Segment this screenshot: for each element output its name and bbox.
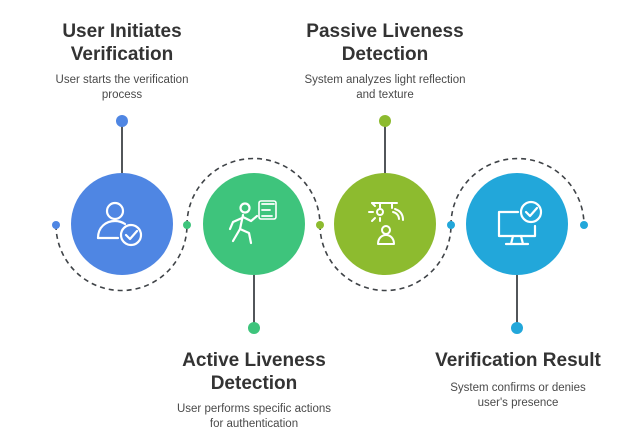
wave-dot-1 [183, 221, 191, 229]
monitor-check-icon [497, 200, 543, 246]
step-title: Active Liveness Detection [182, 350, 326, 394]
wave-dot-2 [316, 221, 324, 229]
step-description: User performs specific actions for authe… [176, 403, 332, 430]
connector-arc-3 [319, 224, 452, 292]
step-circle-4 [466, 173, 568, 275]
light-sensor-icon [368, 202, 404, 245]
stem-dot-step-1 [116, 115, 128, 127]
step-label-1: User Initiates Verification User starts … [22, 20, 222, 103]
connector-arc-2 [186, 157, 321, 226]
step-label-4: Verification Result System confirms or d… [408, 349, 628, 411]
wave-dot-end [580, 221, 588, 229]
step-description: System confirms or denies user's presenc… [450, 382, 586, 409]
step-description: System analyzes light reflection and tex… [304, 74, 466, 101]
connector-start-arc [55, 224, 188, 292]
step-title: Passive Liveness Detection [306, 21, 464, 65]
step-title: Verification Result [435, 350, 601, 371]
dashed-connector [55, 157, 585, 292]
step-label-2: Active Liveness Detection User performs … [144, 349, 364, 432]
stems [121, 122, 518, 327]
step-label-3: Passive Liveness Detection System analyz… [273, 20, 497, 103]
wave-dot-start [52, 221, 60, 229]
step-description: User starts the verification process [55, 74, 189, 101]
wave-dot-3 [447, 221, 455, 229]
step-circle-2 [203, 173, 305, 275]
person-action-icon [228, 200, 277, 245]
step-title: User Initiates Verification [62, 21, 182, 65]
stem-dot-step-2 [248, 322, 260, 334]
stem-dot-step-3 [379, 115, 391, 127]
user-check-icon [96, 201, 143, 247]
step-circle-1 [71, 173, 173, 275]
stem-dot-step-4 [511, 322, 523, 334]
connector-end-arc [450, 157, 585, 226]
step-circle-3 [334, 173, 436, 275]
